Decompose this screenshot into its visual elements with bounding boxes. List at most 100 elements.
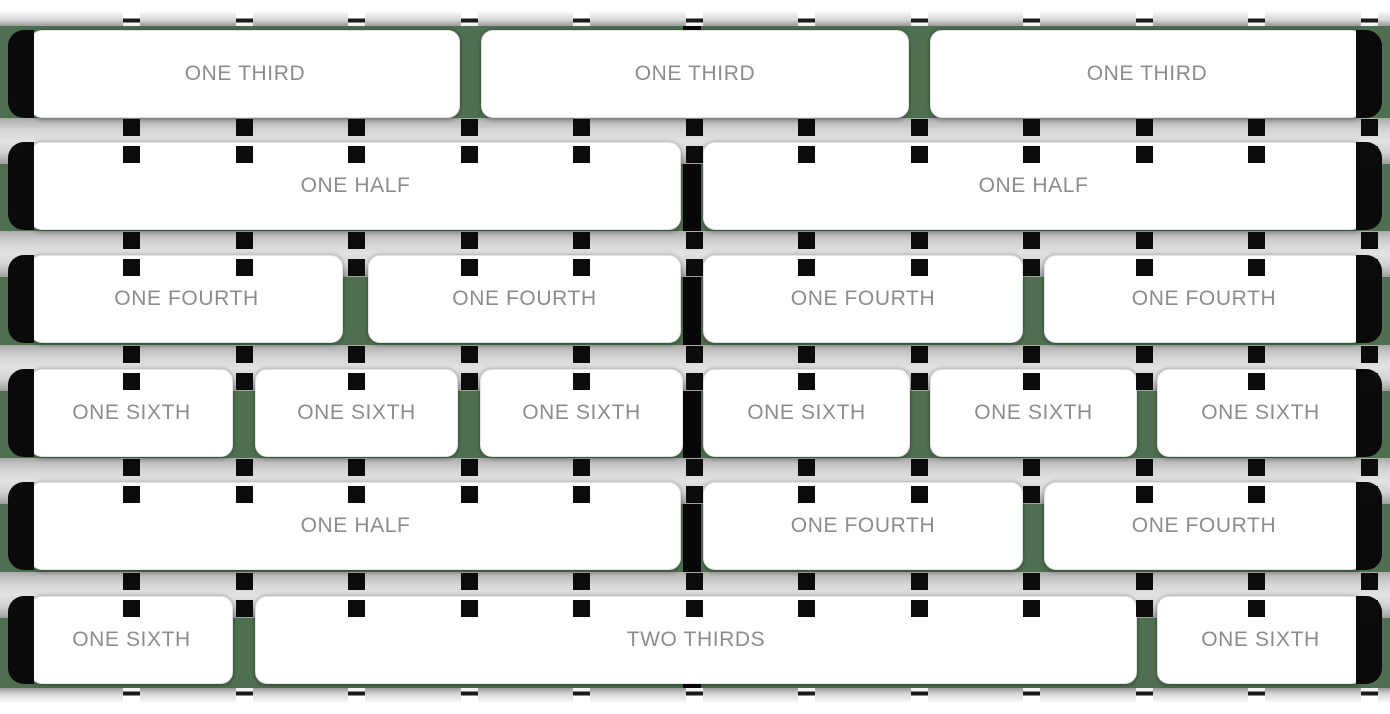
grid-cell[interactable]: ONE THIRD	[481, 30, 909, 118]
column-chip-c1-b2-0	[123, 232, 140, 249]
grid-cell-label: ONE SIXTH	[747, 401, 866, 424]
column-chip-c5-b2-0	[573, 232, 590, 249]
column-tick-bottom-2	[236, 688, 253, 714]
grid-cell[interactable]: ONE SIXTH	[30, 596, 233, 684]
top-edge-shading	[0, 12, 1390, 26]
column-chip-c2-b4-0	[236, 459, 253, 476]
column-chip-c7-b4-0	[798, 459, 815, 476]
grid-cell-label: ONE FOURTH	[790, 287, 936, 310]
column-chip-c11-b3-0	[1248, 346, 1265, 363]
grid-cell[interactable]: ONE THIRD	[30, 30, 460, 118]
column-chip-c8-b4-0	[911, 459, 928, 476]
grid-cell-label: ONE THIRD	[634, 62, 756, 85]
column-tick-bottom-11	[1248, 688, 1265, 714]
column-chip-c11-b4-0	[1248, 459, 1265, 476]
grid-cell[interactable]: ONE FOURTH	[703, 482, 1023, 570]
column-chip-c3-b5-0	[348, 573, 365, 590]
column-chip-c7-b5-0	[798, 573, 815, 590]
column-chip-c3-b4-0	[348, 459, 365, 476]
grid-cell-label: ONE HALF	[978, 174, 1089, 197]
column-tick-top-9	[1023, 0, 1040, 26]
column-chip-c10-b4-0	[1136, 459, 1153, 476]
column-tick-top-6	[686, 0, 703, 26]
row-fourths: ONE FOURTH ONE FOURTH ONE FOURTH ONE FOURTH	[0, 255, 1390, 343]
grid-cell-label: ONE THIRD	[1086, 62, 1208, 85]
grid-cell-label: ONE SIXTH	[72, 628, 191, 651]
grid-cell-label: ONE FOURTH	[790, 514, 936, 537]
grid-cell[interactable]: ONE SIXTH	[703, 369, 910, 457]
grid-cell-label: TWO THIRDS	[626, 628, 766, 651]
column-chip-c6-b1-0	[686, 119, 703, 136]
column-tick-bottom-7	[798, 688, 815, 714]
grid-cell[interactable]: ONE SIXTH	[1157, 369, 1364, 457]
grid-cell-label: ONE FOURTH	[114, 287, 259, 310]
column-chip-c3-b2-0	[348, 232, 365, 249]
column-chip-c4-b3-0	[461, 346, 478, 363]
column-tick-top-4	[461, 0, 478, 26]
column-tick-top-3	[348, 0, 365, 26]
column-tick-bottom-3	[348, 688, 365, 714]
bottom-edge-shading	[0, 688, 1390, 702]
column-tick-bottom-9	[1023, 688, 1040, 714]
grid-cell[interactable]: ONE SIXTH	[255, 369, 458, 457]
grid-cell[interactable]: ONE HALF	[30, 482, 681, 570]
column-chip-c8-b5-0	[911, 573, 928, 590]
grid-cell[interactable]: ONE SIXTH	[480, 369, 683, 457]
column-chip-c1-b5-0	[123, 573, 140, 590]
top-edge-strip	[0, 0, 1390, 12]
grid-cell[interactable]: ONE FOURTH	[703, 255, 1023, 343]
column-chip-c8-b3-0	[911, 346, 928, 363]
column-tick-bottom-8	[911, 688, 928, 714]
column-chip-c3-b3-0	[348, 346, 365, 363]
grid-cell[interactable]: ONE FOURTH	[368, 255, 681, 343]
grid-cell[interactable]: ONE HALF	[30, 142, 681, 230]
grid-cell-label: ONE FOURTH	[1131, 514, 1277, 537]
grid-cell-label: ONE SIXTH	[974, 401, 1093, 424]
column-chip-c12-b1-0	[1361, 119, 1378, 136]
column-chip-c1-b1-0	[123, 119, 140, 136]
grid-cell-label: ONE HALF	[300, 174, 411, 197]
column-chip-c4-b4-0	[461, 459, 478, 476]
grid-cell[interactable]: ONE SIXTH	[930, 369, 1137, 457]
row-half-fourth-fourth: ONE HALF ONE FOURTH ONE FOURTH	[0, 482, 1390, 570]
column-chip-c4-b1-0	[461, 119, 478, 136]
column-chip-c9-b2-0	[1023, 232, 1040, 249]
grid-cell[interactable]: ONE SIXTH	[30, 369, 233, 457]
grid-cell-label: ONE SIXTH	[72, 401, 191, 424]
column-chip-c5-b3-0	[573, 346, 590, 363]
column-chip-c11-b5-0	[1248, 573, 1265, 590]
column-chip-c9-b5-0	[1023, 573, 1040, 590]
column-chip-c4-b2-0	[461, 232, 478, 249]
grid-cell[interactable]: ONE HALF	[703, 142, 1364, 230]
grid-cell[interactable]: ONE FOURTH	[1044, 255, 1364, 343]
grid-cell[interactable]: ONE SIXTH	[1157, 596, 1364, 684]
column-chip-c5-b1-0	[573, 119, 590, 136]
column-chip-c5-b5-0	[573, 573, 590, 590]
column-chip-c4-b5-0	[461, 573, 478, 590]
column-chip-c2-b2-0	[236, 232, 253, 249]
column-chip-c12-b3-0	[1361, 346, 1378, 363]
grid-cell-label: ONE SIXTH	[1201, 401, 1320, 424]
column-tick-top-2	[236, 0, 253, 26]
column-chip-c10-b1-0	[1136, 119, 1153, 136]
grid-cell[interactable]: ONE FOURTH	[1044, 482, 1364, 570]
grid-cell-label: ONE FOURTH	[1131, 287, 1277, 310]
column-chip-c10-b2-0	[1136, 232, 1153, 249]
column-chip-c6-b4-0	[686, 459, 703, 476]
column-chip-c2-b1-0	[236, 119, 253, 136]
column-tick-bottom-5	[573, 688, 590, 714]
grid-cell[interactable]: ONE THIRD	[930, 30, 1364, 118]
grid-cell[interactable]: ONE FOURTH	[30, 255, 343, 343]
grid-cell-label: ONE FOURTH	[452, 287, 597, 310]
column-tick-top-7	[798, 0, 815, 26]
row-sixth-twothirds-sixth: ONE SIXTH TWO THIRDS ONE SIXTH	[0, 596, 1390, 684]
column-tick-top-10	[1136, 0, 1153, 26]
column-chip-c1-b3-0	[123, 346, 140, 363]
column-chip-c10-b3-0	[1136, 346, 1153, 363]
grid-cell-label: ONE SIXTH	[1201, 628, 1320, 651]
column-chip-c7-b2-0	[798, 232, 815, 249]
column-chip-c3-b1-0	[348, 119, 365, 136]
grid-cell[interactable]: TWO THIRDS	[255, 596, 1137, 684]
column-chip-c2-b5-0	[236, 573, 253, 590]
